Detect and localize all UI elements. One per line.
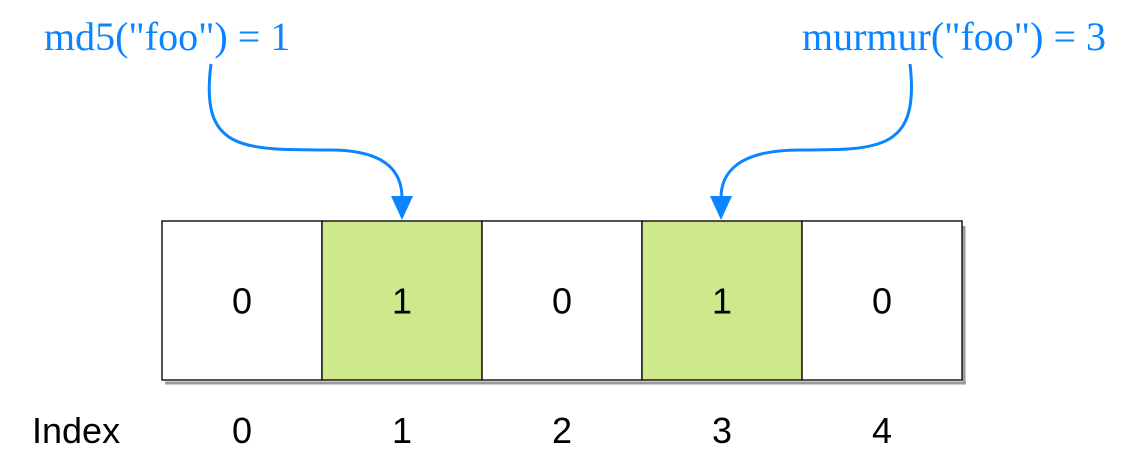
bit-cell: 0 [161, 220, 323, 381]
murmur-arrow [710, 63, 913, 220]
bit-cell-unset [481, 220, 643, 381]
bit-cell: 0 [801, 220, 963, 381]
index-row-label: Index [32, 410, 120, 451]
index-value: 3 [712, 410, 732, 451]
bit-cell-value: 0 [232, 281, 252, 322]
bit-cell: 1 [641, 220, 803, 381]
bit-cell-unset [161, 220, 323, 381]
index-value: 0 [232, 410, 252, 451]
index-value: 4 [872, 410, 892, 451]
bit-cell-set [321, 220, 483, 381]
bit-cell-value: 1 [392, 281, 412, 322]
bit-cell: 0 [481, 220, 643, 381]
bit-cell-value: 0 [552, 281, 572, 322]
bit-array: 0 1 0 1 0 [161, 220, 963, 381]
bit-cell-set [641, 220, 803, 381]
md5-hash-label: md5("foo") = 1 [44, 14, 290, 59]
md5-arrow [207, 63, 413, 220]
bit-cell-value: 0 [872, 281, 892, 322]
bit-cell-value: 1 [712, 281, 732, 322]
index-value: 2 [552, 410, 572, 451]
array-shadow [165, 226, 966, 385]
murmur-hash-label: murmur("foo") = 3 [802, 14, 1106, 59]
bit-cell: 1 [321, 220, 483, 381]
index-value: 1 [392, 410, 412, 451]
index-row: 0 1 2 3 4 [232, 410, 892, 451]
bit-cell-unset [801, 220, 963, 381]
